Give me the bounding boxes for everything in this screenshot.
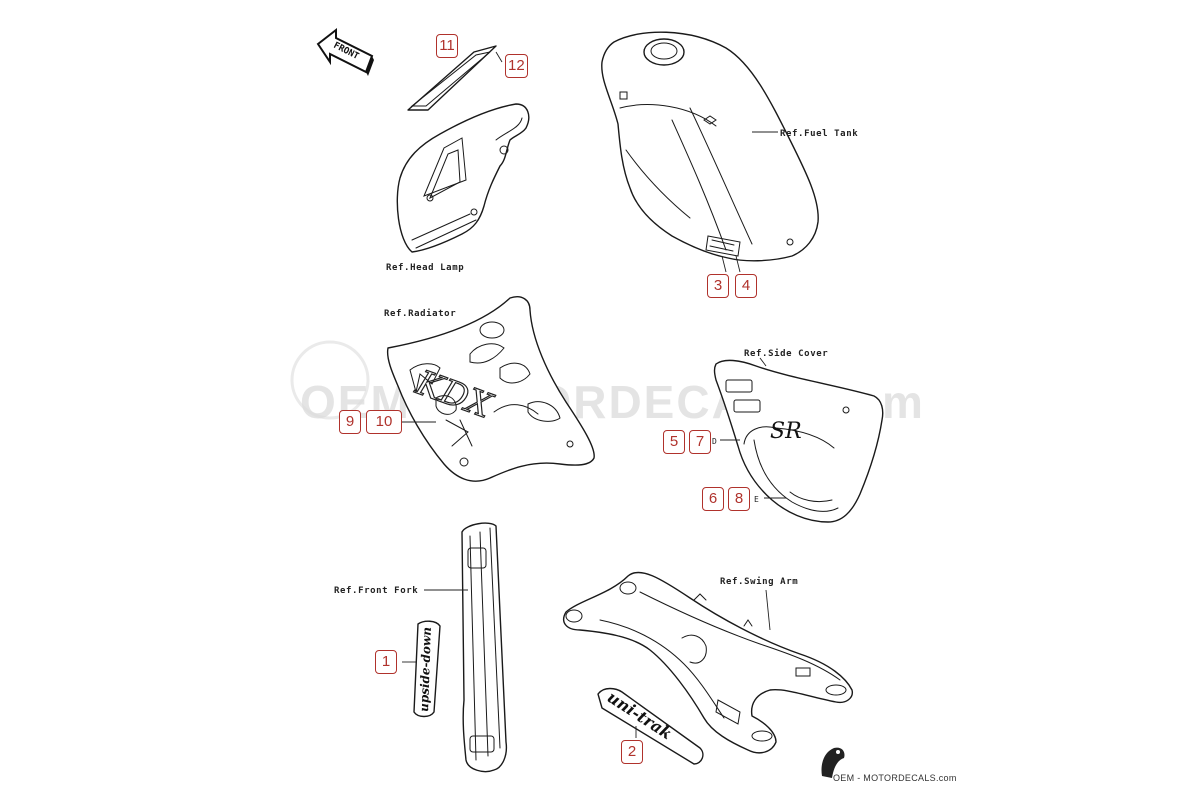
head-lamp-cover — [396, 103, 530, 253]
fuel-tank — [601, 31, 819, 273]
callout-5: 5 — [663, 430, 685, 454]
footer-watermark: OEM - MOTORDECALS.com — [833, 773, 957, 783]
ref-head-lamp: Ref.Head Lamp — [386, 263, 464, 273]
head-lamp-decal — [407, 45, 503, 111]
letter-d: D — [712, 437, 717, 446]
footer-logo-icon — [821, 747, 845, 778]
ref-side-cover: Ref.Side Cover — [744, 348, 828, 359]
callout-12: 12 — [505, 54, 528, 78]
letter-e: E — [754, 495, 759, 504]
fork-decal: upside-down — [402, 620, 441, 718]
callout-8: 8 — [728, 487, 750, 511]
swing-arm-decal: uni-trak — [597, 687, 704, 765]
radiator-shroud — [386, 296, 595, 482]
callout-3: 3 — [707, 274, 729, 298]
callout-10: 10 — [366, 410, 402, 434]
ref-radiator: Ref.Radiator — [384, 308, 456, 319]
side-cover-decal-text: SR — [770, 419, 802, 444]
callout-2: 2 — [621, 740, 643, 764]
callout-6: 6 — [702, 487, 724, 511]
side-cover: SR — [713, 357, 884, 523]
ref-swing-arm: Ref.Swing Arm — [720, 576, 798, 587]
callout-4: 4 — [735, 274, 757, 298]
callout-7: 7 — [689, 430, 711, 454]
callout-9: 9 — [339, 410, 361, 434]
ref-fuel-tank: Ref.Fuel Tank — [780, 129, 858, 139]
callout-11: 11 — [436, 34, 458, 58]
swing-arm — [562, 571, 853, 754]
callout-1: 1 — [375, 650, 397, 674]
fork-decal-text: upside-down — [417, 627, 434, 712]
front-arrow-icon: FRONT — [316, 27, 374, 76]
front-fork — [424, 522, 508, 773]
ref-front-fork: Ref.Front Fork — [334, 586, 418, 596]
